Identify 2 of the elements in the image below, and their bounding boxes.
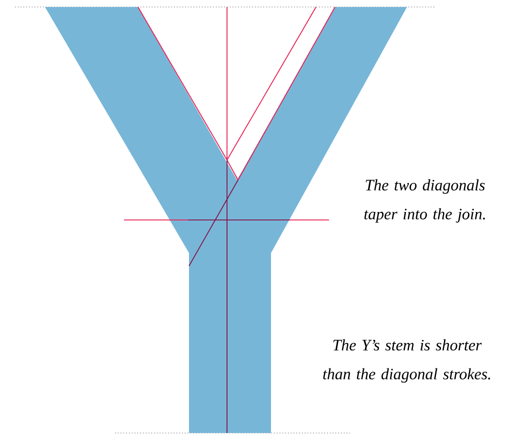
note-text: The two diagonals taper into the join.	[364, 179, 485, 223]
note-text: The Y’s stem is shorter than the diagonal strokes.	[323, 339, 490, 383]
